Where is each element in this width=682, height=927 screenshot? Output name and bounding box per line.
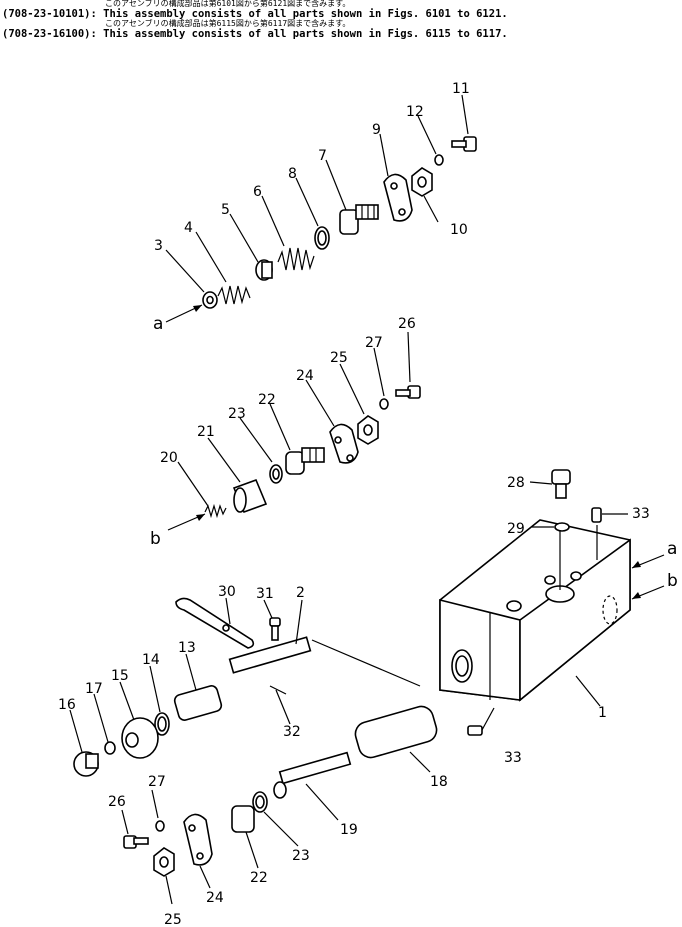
callout-22-mid: 22: [258, 392, 276, 408]
callout-24-mid: 24: [296, 368, 314, 384]
part-1-valve-body: [439, 519, 631, 702]
part-24-flange-mid: [329, 423, 359, 464]
port-arrow-b-mid: b: [150, 513, 206, 549]
callout-5: 5: [221, 202, 230, 218]
part-11-bolt: [451, 136, 477, 152]
part-24-flange-bottom: [183, 813, 213, 866]
port-label-b-right: b: [667, 571, 678, 591]
callout-32: 32: [283, 724, 301, 740]
part-8-o-ring: [314, 226, 330, 250]
callout-28: 28: [507, 475, 525, 491]
callout-13: 13: [178, 640, 196, 656]
callout-10: 10: [450, 222, 468, 238]
part-10-nut: [411, 167, 433, 197]
callout-21: 21: [197, 424, 215, 440]
port-label-b-mid: b: [150, 529, 161, 549]
callout-15: 15: [111, 668, 129, 684]
callout-14: 14: [142, 652, 160, 668]
part-3-washer: [202, 291, 218, 309]
header-line1-jp: このアセンブリの構成部品は第6101図から第6121図まで含みます。: [105, 0, 351, 8]
part-4-spring: [217, 285, 251, 305]
part-7-plug: [339, 204, 379, 235]
part-17-o-ring: [104, 741, 116, 755]
part-29-o-ring: [554, 522, 570, 532]
part-28-plug: [551, 469, 571, 499]
port-arrow-a-right: a: [631, 539, 677, 569]
callout-labels: 3 4 5 6 8 7 9 12 11 10 20 21 23 22 24 25…: [58, 81, 650, 927]
callout-23-bottom: 23: [292, 848, 310, 864]
callout-8: 8: [288, 166, 297, 182]
callout-2: 2: [296, 585, 305, 601]
part-23-o-ring-bottom: [252, 791, 268, 813]
callout-11: 11: [452, 81, 470, 97]
part-25-nut-bottom: [153, 847, 175, 877]
callout-25-mid: 25: [330, 350, 348, 366]
part-14-o-ring: [154, 712, 170, 736]
callout-26-mid: 26: [398, 316, 416, 332]
callout-16: 16: [58, 697, 76, 713]
part-6-spring: [277, 247, 315, 271]
header-line2: (708-23-16100): This assembly consists o…: [2, 28, 508, 40]
part-21-sleeve: [232, 478, 268, 514]
callout-4: 4: [184, 220, 193, 236]
callout-6: 6: [253, 184, 262, 200]
part-27-washer-mid: [379, 398, 389, 410]
callout-29: 29: [507, 521, 525, 537]
callout-20: 20: [160, 450, 178, 466]
part-12-washer: [434, 154, 444, 166]
part-2-spool: [228, 636, 421, 687]
part-33-plug-top: [591, 507, 602, 523]
callout-1: 1: [598, 705, 607, 721]
callout-22-bottom: 22: [250, 870, 268, 886]
callout-33-bottom: 33: [504, 750, 522, 766]
callout-31: 31: [256, 586, 274, 602]
part-20-spring: [204, 503, 227, 519]
port-label-a-top: a: [153, 314, 163, 334]
callout-30: 30: [218, 584, 236, 600]
header-line2-jp: このアセンブリの構成部品は第6115図から第6117図まで含みます。: [105, 19, 351, 28]
part-5-seat: [255, 259, 273, 281]
part-16-plug: [73, 751, 99, 777]
callout-27-mid: 27: [365, 335, 383, 351]
callout-17: 17: [85, 681, 103, 697]
callout-9: 9: [372, 122, 381, 138]
callout-23-mid: 23: [228, 406, 246, 422]
part-22-plug: [285, 447, 325, 475]
part-19-spool: [273, 751, 352, 799]
part-22-plug-bottom: [231, 805, 255, 833]
part-30-lever: [175, 597, 255, 649]
callout-25-bottom: 25: [164, 912, 182, 927]
leader-lines: [69, 94, 628, 905]
part-32-pin: [269, 685, 287, 695]
part-25-nut-mid: [357, 415, 379, 445]
port-arrow-a-top: a: [153, 304, 203, 334]
port-label-a-right: a: [667, 539, 677, 559]
part-18-sleeve: [354, 705, 438, 759]
callout-3: 3: [154, 238, 163, 254]
callout-7: 7: [318, 148, 327, 164]
part-23-o-ring: [269, 464, 283, 484]
part-9-flange: [383, 173, 413, 222]
part-27-washer-bottom: [155, 820, 165, 832]
callout-18: 18: [430, 774, 448, 790]
part-13-piston: [173, 685, 223, 721]
callout-12: 12: [406, 104, 424, 120]
callout-26-bottom: 26: [108, 794, 126, 810]
part-26-bolt-mid: [395, 385, 421, 399]
port-arrow-b-right: b: [631, 571, 678, 600]
callout-27-bottom: 27: [148, 774, 166, 790]
part-31-screw: [269, 617, 281, 641]
figure-header: このアセンブリの構成部品は第6101図から第6121図まで含みます。 (708-…: [2, 0, 680, 40]
part-15-cap: [121, 717, 159, 759]
part-33-plug-bottom: [467, 707, 495, 736]
callout-24-bottom: 24: [206, 890, 224, 906]
callout-19: 19: [340, 822, 358, 838]
callout-33-top: 33: [632, 506, 650, 522]
header-line1: (708-23-10101): This assembly consists o…: [2, 8, 508, 20]
part-26-bolt-bottom: [123, 835, 149, 849]
